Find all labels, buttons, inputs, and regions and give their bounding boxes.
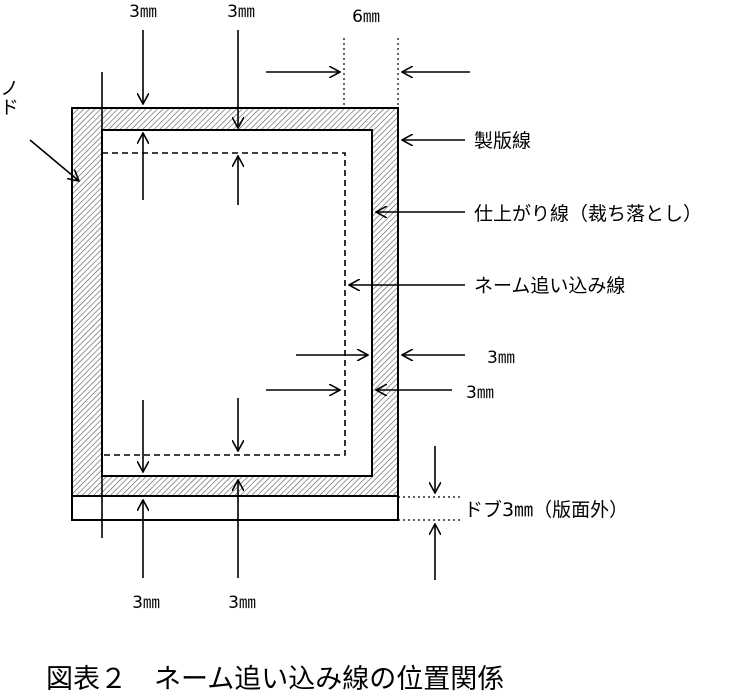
label-3mm-right-a: 3㎜ (487, 348, 515, 368)
label-plate-line: 製版線 (474, 130, 531, 152)
label-3mm-right-b: 3㎜ (466, 383, 494, 403)
label-name-line: ネーム追い込み線 (474, 275, 625, 297)
plate-line-border (71, 107, 399, 497)
figure-caption: 図表２ ネーム追い込み線の位置関係 (46, 664, 504, 695)
bleed-area (72, 108, 398, 496)
bottom-bleed-strip (71, 495, 399, 521)
label-trim-line: 仕上がり線（裁ち落とし） (474, 203, 702, 225)
label-bleed-outside: ドブ3㎜（版面外） (464, 498, 628, 521)
label-3mm-top-left: 3㎜ (129, 2, 157, 22)
label-bleed-left: ノド (0, 78, 19, 116)
label-3mm-bottom-mid: 3㎜ (228, 593, 256, 613)
arrow-bleed-left (29, 139, 79, 181)
label-6mm: 6㎜ (352, 7, 380, 27)
name-line (102, 152, 346, 456)
label-3mm-top-mid: 3㎜ (227, 2, 255, 22)
label-3mm-bottom-left: 3㎜ (132, 593, 160, 613)
